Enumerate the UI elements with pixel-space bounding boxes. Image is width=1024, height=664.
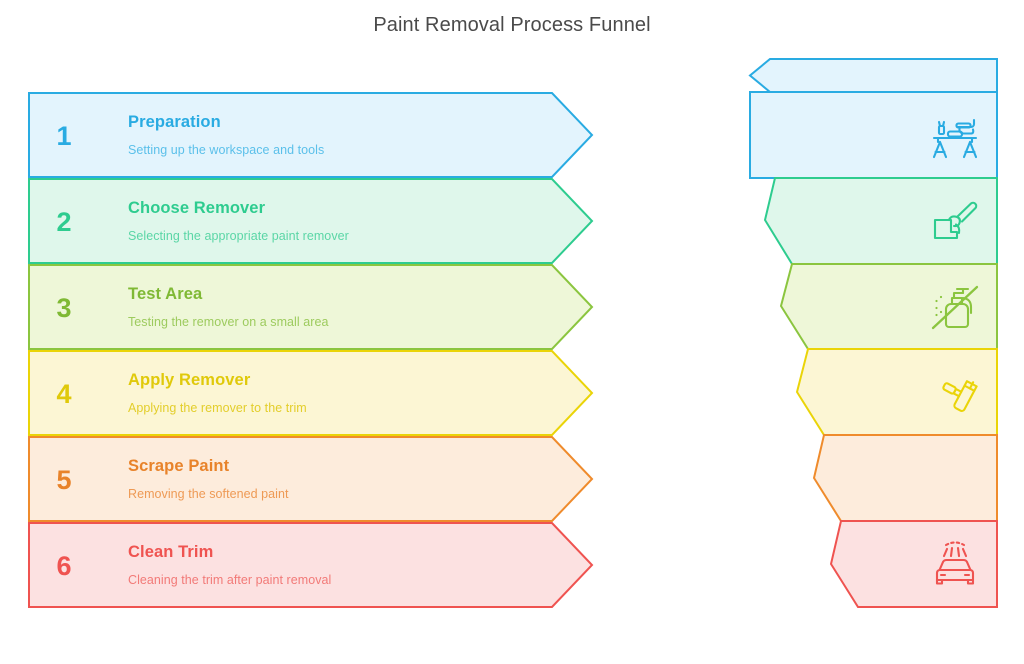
funnel-band-3: [779, 263, 998, 350]
step-4-chevron-shape: [28, 350, 594, 436]
process-step-6[interactable]: 6 Clean Trim Cleaning the trim after pai…: [28, 522, 594, 608]
step-1-title: Preparation: [128, 112, 221, 131]
paintbrush-bucket-icon: [927, 193, 983, 249]
funnel-band-2: [763, 177, 998, 265]
process-step-2[interactable]: 2 Choose Remover Selecting the appropria…: [28, 178, 594, 264]
workbench-lamp-icon: [927, 107, 983, 163]
funnel-band-1: [749, 91, 998, 179]
step-4-number: 4: [56, 378, 72, 409]
step-3-title: Test Area: [128, 284, 203, 303]
step-6-description: Cleaning the trim after paint removal: [128, 572, 332, 587]
funnel-cap: [748, 58, 998, 93]
funnel-band-5: [812, 434, 998, 522]
process-step-1[interactable]: 1 Preparation Setting up the workspace a…: [28, 92, 594, 178]
process-step-3[interactable]: 3 Test Area Testing the remover on a sma…: [28, 264, 594, 350]
step-2-number: 2: [56, 206, 72, 237]
step-3-number: 3: [56, 292, 72, 323]
step-5-description: Removing the softened paint: [128, 486, 289, 501]
paint-roller-tool-icon: [927, 365, 983, 421]
funnel-band-6: [829, 520, 998, 608]
process-steps-list: 1 Preparation Setting up the workspace a…: [28, 92, 594, 610]
step-4-description: Applying the remover to the trim: [128, 400, 307, 415]
step-2-title: Choose Remover: [128, 198, 266, 217]
step-5-chevron-shape: [28, 436, 594, 522]
step-2-description: Selecting the appropriate paint remover: [128, 228, 349, 243]
step-6-number: 6: [56, 550, 72, 581]
step-4-title: Apply Remover: [128, 370, 251, 389]
car-wash-icon: [927, 536, 983, 592]
step-1-description: Setting up the workspace and tools: [128, 142, 325, 157]
step-5-number: 5: [56, 464, 72, 495]
page-title: Paint Removal Process Funnel: [373, 14, 651, 36]
process-step-4[interactable]: 4 Apply Remover Applying the remover to …: [28, 350, 594, 436]
step-3-chevron-shape: [28, 264, 594, 350]
step-2-chevron-shape: [28, 178, 594, 264]
step-6-chevron-shape: [28, 522, 594, 608]
step-5-title: Scrape Paint: [128, 456, 230, 475]
process-step-5[interactable]: 5 Scrape Paint Removing the softened pai…: [28, 436, 594, 522]
step-1-number: 1: [56, 120, 72, 151]
spray-bottle-test-icon: [927, 279, 983, 335]
funnel-band-4: [795, 348, 998, 436]
step-6-title: Clean Trim: [128, 542, 214, 561]
step-1-chevron-shape: [28, 92, 594, 178]
step-3-description: Testing the remover on a small area: [128, 314, 329, 329]
